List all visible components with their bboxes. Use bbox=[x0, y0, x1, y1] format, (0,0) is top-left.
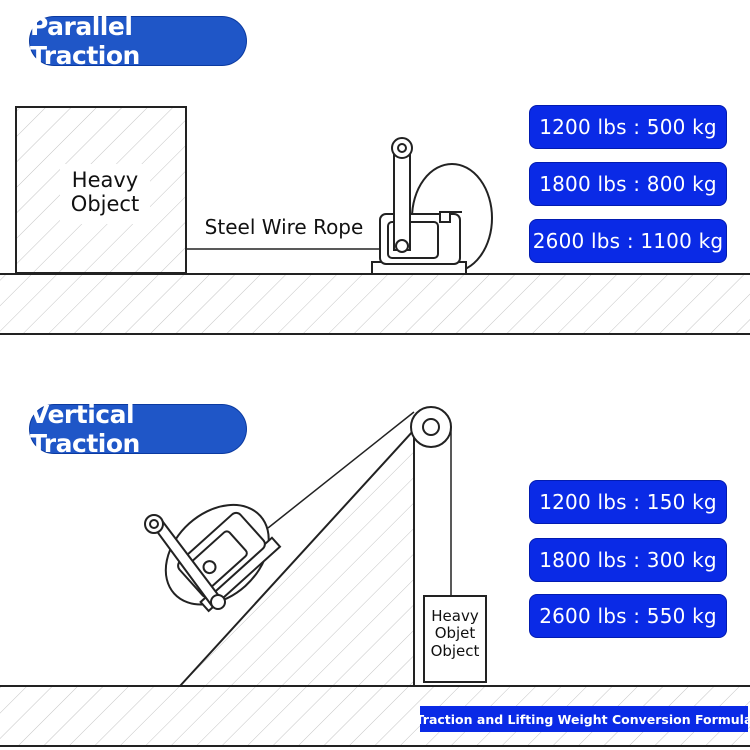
vertical-traction-title: Vertical Traction bbox=[30, 400, 246, 458]
heavy-object-label-top: Heavy Object bbox=[70, 168, 140, 217]
ground-top bbox=[0, 273, 750, 335]
conversion-formula-footer: Traction and Lifting Weight Conversion F… bbox=[416, 706, 750, 732]
load-badge-parallel-2: 1800 lbs : 800 kg bbox=[530, 163, 726, 205]
load-badge-vertical-1: 1200 lbs : 150 kg bbox=[530, 481, 726, 523]
ramp-structure bbox=[177, 427, 415, 687]
heavy-object-label-bottom: Heavy Objet Object bbox=[430, 607, 480, 660]
heavy-object-box-top bbox=[15, 106, 187, 274]
rope-diagonal bbox=[267, 411, 415, 529]
load-badge-parallel-1: 1200 lbs : 500 kg bbox=[530, 106, 726, 148]
pulley-icon bbox=[410, 406, 452, 448]
load-badge-vertical-3: 2600 lbs : 550 kg bbox=[530, 595, 726, 637]
parallel-traction-title: Parallel Traction bbox=[30, 12, 246, 70]
load-badge-parallel-3: 2600 lbs : 1100 kg bbox=[530, 220, 726, 262]
steel-wire-rope-label: Steel Wire Rope bbox=[204, 215, 364, 239]
heavy-object-box-bottom bbox=[423, 595, 487, 683]
load-badge-vertical-2: 1800 lbs : 300 kg bbox=[530, 539, 726, 581]
winch-icon-top bbox=[371, 137, 493, 275]
winch-handle-bottom bbox=[144, 514, 226, 610]
